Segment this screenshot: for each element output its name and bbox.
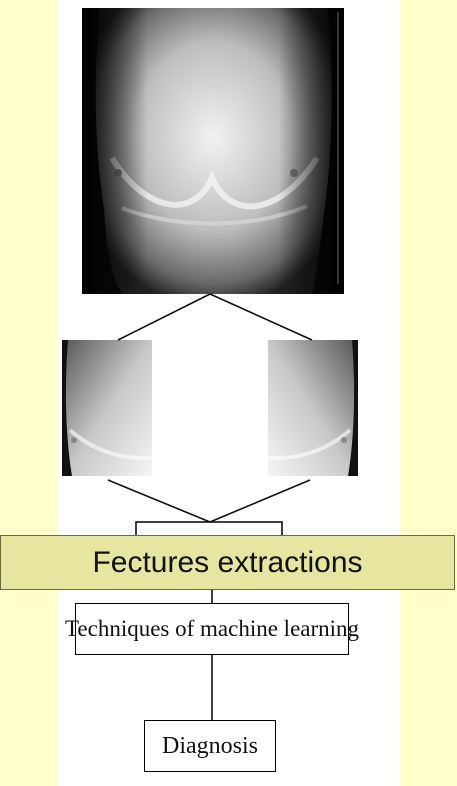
diagnosis-box: Diagnosis xyxy=(144,720,276,772)
merge-line-right xyxy=(210,480,310,522)
merge-line-left xyxy=(108,480,210,522)
split-line-right xyxy=(210,294,312,340)
split-line-left xyxy=(118,294,210,340)
extraction-box-top-edge xyxy=(136,522,282,536)
features-extraction-banner: Fectures extractions xyxy=(0,535,455,590)
features-extraction-label: Fectures extractions xyxy=(92,546,362,580)
machine-learning-box: Techniques of machine learning xyxy=(75,603,349,655)
diagnosis-label: Diagnosis xyxy=(162,733,258,760)
machine-learning-label: Techniques of machine learning xyxy=(65,616,359,642)
